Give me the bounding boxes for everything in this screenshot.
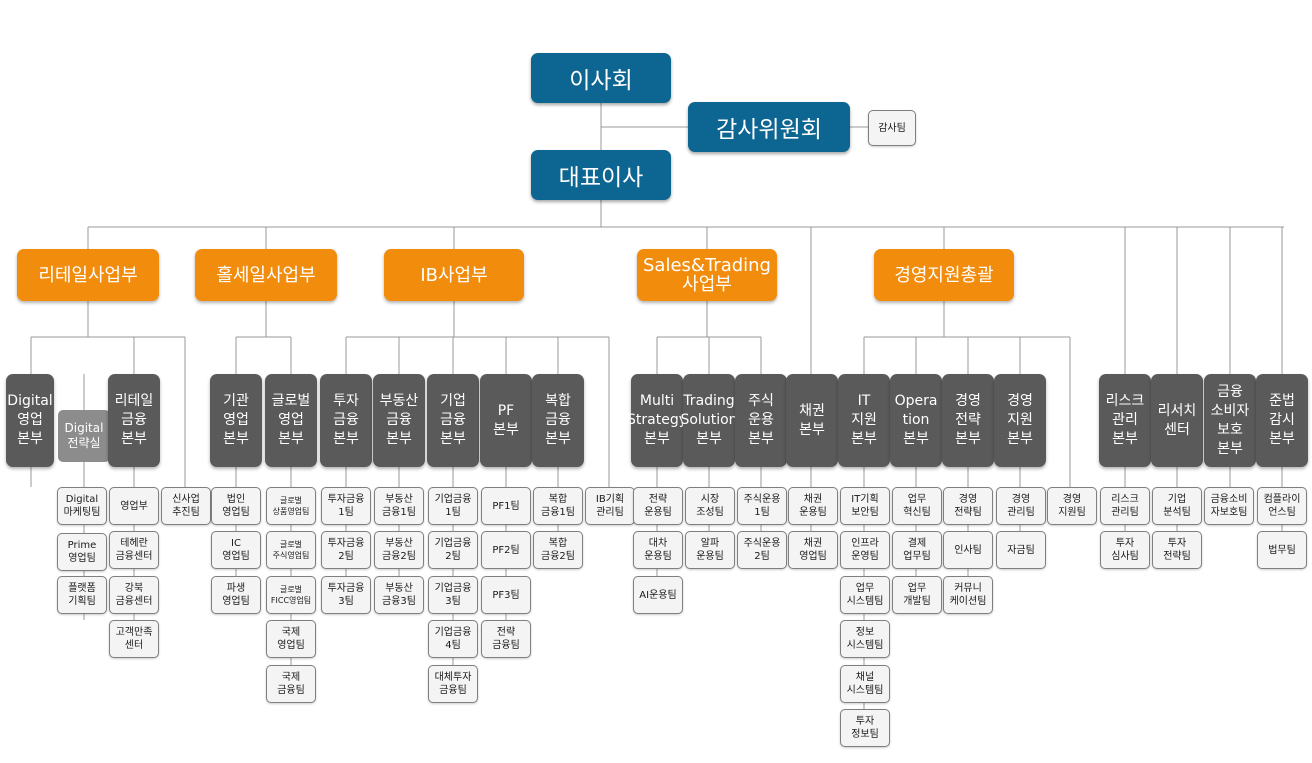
org-node-ceo: 대표이사: [531, 150, 671, 200]
org-node-global-sales-hq: 글로벌 영업 본부: [265, 374, 317, 467]
org-node-t-platform-planning: 플랫폼 기획팀: [57, 576, 107, 614]
org-node-wholesale: 홀세일사업부: [195, 249, 337, 301]
org-node-t-consumer-protection: 금융소비 자보호팀: [1204, 487, 1254, 525]
org-node-t-invest-fin-1: 투자금융 1팀: [321, 487, 371, 525]
org-node-management-support: 경영지원총괄: [874, 249, 1014, 301]
org-node-t-market-making: 시장 조성팀: [685, 487, 735, 525]
org-node-t-lending-mgmt: 대차 운용팀: [633, 531, 683, 569]
org-node-t-infra-ops: 인프라 운영팀: [840, 531, 890, 569]
org-node-t-equity-mgmt-2: 주식운용 2팀: [737, 531, 787, 569]
org-node-audit-team: 감사팀: [868, 110, 916, 146]
org-node-t-strategy-mgmt: 전략 운용팀: [633, 487, 683, 525]
org-node-t-legal: 법무팀: [1257, 531, 1307, 569]
org-node-pf-hq: PF 본부: [480, 374, 532, 467]
org-node-t-pf1: PF1팀: [481, 487, 531, 525]
org-node-digital-strategy: Digital 전략실: [58, 410, 110, 462]
org-node-invest-finance-hq: 투자 금융 본부: [320, 374, 372, 467]
org-node-complex-finance-hq: 복합 금융 본부: [532, 374, 584, 467]
org-node-t-invest-review: 투자 심사팀: [1100, 531, 1150, 569]
org-node-it-hq: IT 지원 본부: [838, 374, 890, 467]
org-node-t-digital-marketing: Digital 마케팅팀: [57, 487, 107, 525]
org-node-t-deriv-sales: 파생 영업팀: [211, 576, 261, 614]
org-node-t-gangbuk-center: 강북 금융센터: [109, 576, 159, 614]
org-node-t-compliance: 컴플라이 언스팀: [1257, 487, 1307, 525]
org-node-t-equity-mgmt-1: 주식운용 1팀: [737, 487, 787, 525]
org-node-retail-finance-hq: 리테일 금융 본부: [108, 374, 160, 467]
org-node-t-biz-dev: 업무 개발팀: [892, 576, 942, 614]
org-node-real-estate-hq: 부동산 금융 본부: [373, 374, 425, 467]
org-node-equity-mgmt-hq: 주식 운용 본부: [735, 374, 787, 467]
org-node-ib: IB사업부: [384, 249, 524, 301]
org-node-t-global-equity: 글로벌 주식영업팀: [266, 531, 316, 569]
org-node-t-bond-mgmt: 채권 운용팀: [788, 487, 838, 525]
org-node-t-invest-fin-2: 투자금융 2팀: [321, 531, 371, 569]
org-node-operation-hq: Opera tion 본부: [890, 374, 942, 467]
org-node-t-real-estate-3: 부동산 금융3팀: [374, 576, 424, 614]
org-node-t-pf2: PF2팀: [481, 531, 531, 569]
org-node-t-settlement-ops: 결제 업무팀: [892, 531, 942, 569]
org-node-t-global-product: 글로벌 상품영업팀: [266, 487, 316, 525]
org-node-research-center: 리서치 센터: [1151, 374, 1203, 467]
org-node-t-intl-sales: 국제 영업팀: [266, 620, 316, 658]
org-node-t-real-estate-1: 부동산 금융1팀: [374, 487, 424, 525]
org-node-trading-solution-hq: Trading Solution 본부: [680, 374, 738, 467]
org-node-t-invest-strategy: 투자 전략팀: [1152, 531, 1202, 569]
org-node-mgmt-support-hq: 경영 지원 본부: [994, 374, 1046, 467]
org-node-t-info-systems: 정보 시스템팀: [840, 620, 890, 658]
org-node-t-ic-sales: IC 영업팀: [211, 531, 261, 569]
org-node-t-alt-invest: 대체투자 금융팀: [428, 665, 478, 703]
org-node-inst-sales-hq: 기관 영업 본부: [210, 374, 262, 467]
org-node-retail: 리테일사업부: [17, 249, 159, 301]
org-node-t-ai-mgmt: AI운용팀: [633, 576, 683, 614]
org-node-t-customer-center: 고객만족 센터: [109, 620, 159, 658]
org-node-t-channel-systems: 채널 시스템팀: [840, 665, 890, 703]
org-node-t-it-planning: IT기획 보안팀: [840, 487, 890, 525]
org-node-t-hr: 인사팀: [943, 531, 993, 569]
org-node-t-corp-fin-1: 기업금융 1팀: [428, 487, 478, 525]
org-node-bond-hq: 채권 본부: [786, 374, 838, 467]
org-node-t-ib-planning: IB기획 관리팀: [585, 487, 635, 525]
org-node-t-biz-innovation: 업무 혁신팀: [892, 487, 942, 525]
org-node-t-mgmt-admin: 경영 관리팀: [996, 487, 1046, 525]
org-node-corp-finance-hq: 기업 금융 본부: [427, 374, 479, 467]
org-node-t-intl-finance: 국제 금융팀: [266, 665, 316, 703]
org-node-multi-strategy-hq: Multi Strategy 본부: [627, 374, 687, 467]
org-node-t-strategic-finance: 전략 금융팀: [481, 620, 531, 658]
org-node-t-complex-1: 복합 금융1팀: [533, 487, 583, 525]
org-node-t-corp-fin-4: 기업금융 4팀: [428, 620, 478, 658]
org-node-board: 이사회: [531, 53, 671, 103]
org-node-t-communication: 커뮤니 케이션팀: [943, 576, 993, 614]
org-node-t-teheran-center: 테헤란 금융센터: [109, 531, 159, 569]
org-node-t-real-estate-2: 부동산 금융2팀: [374, 531, 424, 569]
org-node-t-global-ficc: 글로벌 FICC영업팀: [266, 576, 316, 614]
org-node-t-prime-sales: Prime 영업팀: [57, 533, 107, 571]
org-node-t-complex-2: 복합 금융2팀: [533, 531, 583, 569]
org-node-digital-hq: Digital 영업 본부: [6, 374, 54, 467]
org-node-t-alpha-mgmt: 알파 운용팀: [685, 531, 735, 569]
org-node-audit-committee: 감사위원회: [688, 102, 850, 152]
org-node-t-mgmt-strategy: 경영 전략팀: [943, 487, 993, 525]
org-node-t-bond-sales: 채권 영업팀: [788, 531, 838, 569]
org-node-t-corp-fin-3: 기업금융 3팀: [428, 576, 478, 614]
org-node-compliance-hq: 준법 감시 본부: [1256, 374, 1308, 467]
org-node-t-corp-sales: 법인 영업팀: [211, 487, 261, 525]
org-node-t-corp-fin-2: 기업금융 2팀: [428, 531, 478, 569]
org-node-t-invest-info: 투자 정보팀: [840, 709, 890, 747]
org-node-sales-trading: Sales&Trading 사업부: [637, 249, 777, 301]
org-node-consumer-protection-hq: 금융 소비자 보호 본부: [1204, 374, 1256, 467]
org-node-t-sales-dept: 영업부: [109, 487, 159, 525]
org-node-risk-hq: 리스크 관리 본부: [1099, 374, 1151, 467]
org-node-t-corp-analysis: 기업 분석팀: [1152, 487, 1202, 525]
org-node-mgmt-strategy-hq: 경영 전략 본부: [942, 374, 994, 467]
org-node-t-new-business: 신사업 추진팀: [161, 487, 211, 525]
org-node-t-risk-mgmt: 리스크 관리팀: [1100, 487, 1150, 525]
org-node-t-biz-systems: 업무 시스템팀: [840, 576, 890, 614]
org-node-t-mgmt-support: 경영 지원팀: [1047, 487, 1097, 525]
org-node-t-invest-fin-3: 투자금융 3팀: [321, 576, 371, 614]
org-node-t-treasury: 자금팀: [996, 531, 1046, 569]
org-node-t-pf3: PF3팀: [481, 576, 531, 614]
